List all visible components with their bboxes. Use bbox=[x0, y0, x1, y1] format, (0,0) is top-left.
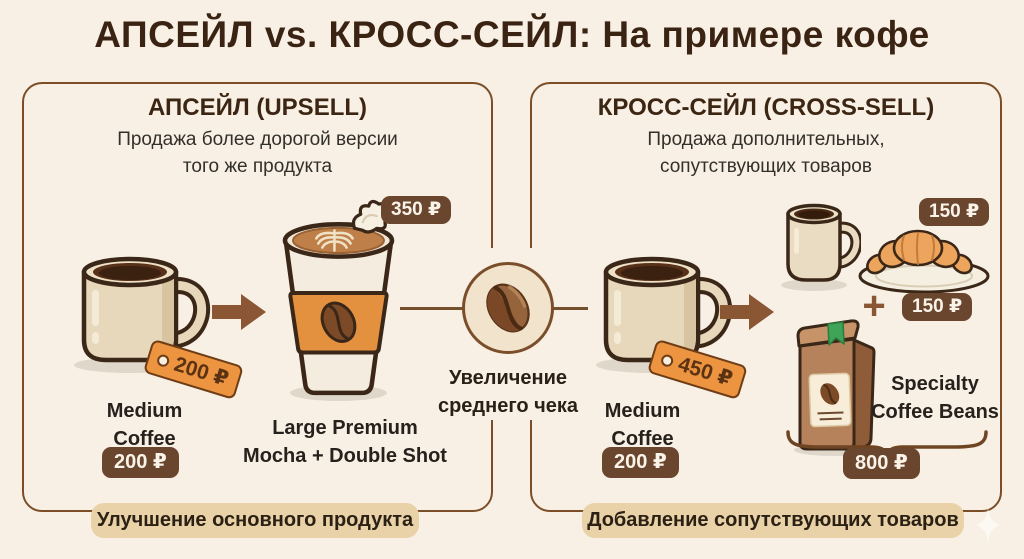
upsell-upgrade-product-label: Large Premium Mocha + Double Shot bbox=[243, 417, 447, 467]
coffee-mug-icon bbox=[74, 256, 211, 373]
price-badge-extra-cup: 150 ₽ bbox=[919, 198, 990, 226]
price-badge-upsell-upgrade: 350 ₽ bbox=[381, 196, 452, 224]
arrow-right-icon bbox=[720, 294, 774, 330]
cross-sell-footer-banner: Добавление сопутствующих товаров bbox=[582, 503, 964, 538]
arrow-right-icon bbox=[212, 294, 266, 330]
upsell-base-product-label: Medium Coffee bbox=[106, 400, 183, 450]
page-title: АПСЕЙЛ vs. КРОСС-СЕЙЛ: На примере кофе bbox=[94, 14, 930, 55]
center-circle bbox=[462, 262, 554, 354]
cross-sell-panel-title: КРОСС-СЕЙЛ (CROSS-SELL) bbox=[597, 94, 935, 121]
premium-cup-icon bbox=[282, 199, 395, 401]
upsell-panel-subtitle: Продажа более дорогой версии того же про… bbox=[117, 129, 398, 177]
price-badge-croissant: 150 ₽ bbox=[902, 293, 973, 321]
plus-sign: + bbox=[862, 284, 886, 328]
coffee-bag-icon bbox=[794, 319, 876, 456]
price-badge-cross-sell-base: 200 ₽ bbox=[602, 447, 679, 478]
croissant-icon bbox=[858, 229, 990, 294]
small-mug-icon bbox=[781, 203, 861, 291]
price-badge-bundle: 800 ₽ bbox=[843, 448, 920, 479]
cross-sell-panel-subtitle: Продажа дополнительных, сопутствующих то… bbox=[647, 129, 885, 177]
upsell-panel-title: АПСЕЙЛ (UPSELL) bbox=[147, 94, 368, 121]
coffee-bean-icon bbox=[486, 283, 530, 333]
cross-sell-base-product-label: Medium Coffee bbox=[604, 400, 681, 450]
price-badge-upsell-base: 200 ₽ bbox=[102, 447, 179, 478]
sparkle-icon bbox=[976, 506, 1000, 544]
upsell-footer-banner: Улучшение основного продукта bbox=[91, 503, 419, 538]
beans-product-label: Specialty Coffee Beans bbox=[871, 373, 999, 423]
center-label: Увеличение среднего чека bbox=[437, 367, 579, 417]
